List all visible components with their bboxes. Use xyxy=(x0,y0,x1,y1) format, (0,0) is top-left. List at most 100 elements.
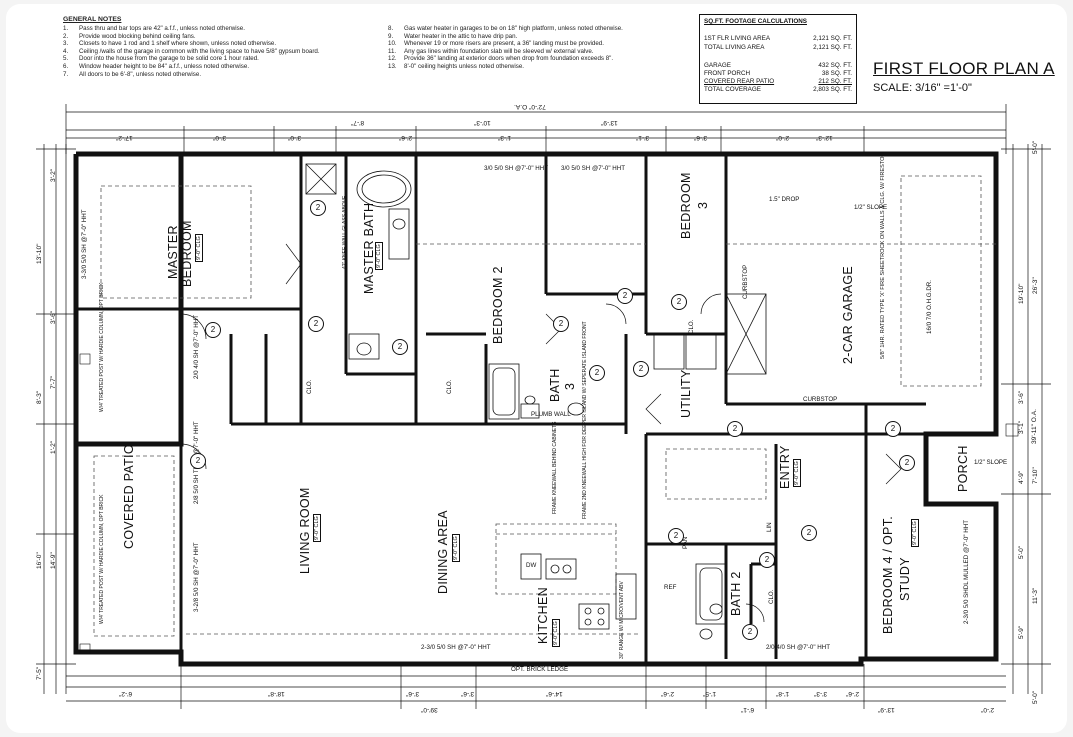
dim-top: 3'-0" xyxy=(213,134,227,141)
closet-label-3: CLO. xyxy=(688,319,695,334)
window-master: 3-3/0 5/0 SH @7'-0" HHT xyxy=(81,209,88,280)
general-notes-heading: GENERAL NOTES xyxy=(63,16,122,23)
door-tag: 2 xyxy=(727,421,743,437)
garage-door-note: 16/0 7/0 O.H.G.DR. xyxy=(926,280,933,334)
dim-left: 3'-6" xyxy=(50,310,57,324)
window-bedroom-3: 3/0 5/0 SH @7'-0" HHT xyxy=(561,165,625,172)
dim-right: 3'-1" xyxy=(1018,420,1025,434)
note-row: 4.Ceiling /walls of the garage in common… xyxy=(63,47,320,55)
notes-left-column: 1.Pass thru and bar tops are 42" a.f.f.,… xyxy=(63,25,393,78)
dim-right: 5'-0" xyxy=(1032,140,1039,154)
note-row: 6.Window header height to be 84" a.f.f.,… xyxy=(63,62,250,70)
dim-top: 2'-6" xyxy=(399,134,413,141)
curbstop-note: CURBSTOP xyxy=(803,396,838,403)
dimension-lines xyxy=(36,104,1051,709)
master-bath-ceiling: 9'-0" CLG xyxy=(375,242,383,270)
dim-right: 3'-6" xyxy=(1018,390,1025,404)
bedroom-4-window: 2-3/0 5/0 SHDL MULLED @7'-0" HHT xyxy=(963,520,970,624)
range-note: 30" RANGE W/ MICRO/VENT ABV xyxy=(619,581,625,659)
room-kitchen: KITCHEN xyxy=(536,587,550,644)
dim-left: 8'-3" xyxy=(36,390,43,404)
dim-bottom: 13'-9" xyxy=(878,706,895,713)
linen-label: LIN xyxy=(766,522,773,532)
room-living: LIVING ROOM xyxy=(298,487,312,574)
dim-right: 26'-3" xyxy=(1032,277,1039,294)
porch-slope: 1/2" SLOPE xyxy=(974,459,1008,466)
dim-bottom: 2'-6" xyxy=(846,690,860,697)
dim-bottom: 18'-8" xyxy=(268,690,285,697)
room-dining: DINING AREA xyxy=(436,510,450,594)
floor-plan-drawing xyxy=(36,104,1051,709)
window-patio-1: 2/0 4/0 SH @7'-0" HHT xyxy=(193,315,200,379)
room-bedroom-3: BEDROOM xyxy=(679,172,693,239)
dim-top: 13'-9" xyxy=(601,119,618,126)
dining-ceiling: 9'-0" CLG xyxy=(452,534,460,562)
dim-top: 12'-3" xyxy=(816,134,833,141)
door-tag: 2 xyxy=(308,316,324,332)
general-notes: GENERAL NOTES 1.Pass thru and bar tops a… xyxy=(63,16,703,78)
dim-bottom: 1'-8" xyxy=(776,690,790,697)
patio-post-note-2: W/4' TREATED POST W/ HARDIE COLUMN, OPT … xyxy=(99,494,105,625)
dim-bottom: 2'-6" xyxy=(661,690,675,697)
room-master-bath: MASTER BATH xyxy=(362,202,376,294)
room-master-bedroom: MASTER xyxy=(166,225,180,279)
door-tag: 2 xyxy=(885,421,901,437)
dim-bottom: 3'-3" xyxy=(814,690,828,697)
dim-top: 8'-7" xyxy=(351,119,365,126)
refrigerator-label: REF xyxy=(664,584,677,591)
dim-top: 2'-0" xyxy=(776,134,790,141)
exterior-walls xyxy=(73,151,999,667)
door-tag: 2 xyxy=(392,339,408,355)
entry-ceiling: 9'-0" CLG xyxy=(793,459,801,487)
dim-bottom: 6'-2" xyxy=(119,690,133,697)
dim-top: 10'-3" xyxy=(474,119,491,126)
dim-bottom: 2'-0" xyxy=(981,706,995,713)
dim-right: 5'-9" xyxy=(1018,625,1025,639)
dim-bottom: 6'-1" xyxy=(741,706,755,713)
overall-width-top: 72'-0" O.A. xyxy=(514,103,546,110)
dim-top: 1'-3" xyxy=(498,134,512,141)
dim-left: 7'-7" xyxy=(50,375,57,389)
window-bath-2: 2/0 4/0 SH @7'-0" HHT xyxy=(766,644,830,651)
note-row: 13.8'-0" ceiling heights unless noted ot… xyxy=(388,62,524,70)
room-covered-patio: COVERED PATIO xyxy=(122,444,136,549)
door-tag: 2 xyxy=(899,455,915,471)
patio-post-note-1: W/4' TREATED POST W/ HARDIE COLUMN, OPT … xyxy=(99,282,105,413)
plan-title: FIRST FLOOR PLAN A xyxy=(873,59,1055,78)
dim-bottom: 1'-5" xyxy=(703,690,717,697)
room-porch: PORCH xyxy=(956,445,970,492)
garage-slope: 1/2" SLOPE xyxy=(854,204,888,211)
window-living: 2-3/0 5/0 SH @7'-0" HHT xyxy=(421,644,491,651)
hidden-lines xyxy=(93,175,996,637)
note-row: 7.All doors to be 6'-8", unless noted ot… xyxy=(63,70,202,78)
room-bedroom-2: BEDROOM 2 xyxy=(491,266,505,344)
door-tag: 2 xyxy=(801,525,817,541)
door-swings xyxy=(180,243,902,623)
door-tag: 2 xyxy=(190,453,206,469)
note-row: 10.Whenever 19 or more risers are presen… xyxy=(388,40,604,48)
master-bedroom-ceiling: 9'-0" CLG xyxy=(195,234,203,262)
closet-label-4: CLO. xyxy=(768,589,775,604)
room-bedroom-3-number: 3 xyxy=(696,201,710,209)
dim-left: 13'-10" xyxy=(36,243,43,264)
room-bedroom-4-line2: STUDY xyxy=(898,557,912,601)
hatched-columns xyxy=(79,353,1019,655)
brick-ledge-note: OPT. BRICK LEDGE xyxy=(511,666,569,673)
note-row: 8.Gas water heater in garages to be on 1… xyxy=(388,25,623,32)
dim-right: 4'-9" xyxy=(1018,470,1025,484)
kneewall-note: FRAME KNEEWALL BEHIND CABINETS xyxy=(552,421,558,514)
plan-scale: SCALE: 3/16" =1'-0" xyxy=(873,82,972,94)
dim-top: 3'-1" xyxy=(636,134,650,141)
door-tag: 2 xyxy=(205,322,221,338)
note-row: 9.Water heater in the attic to have drip… xyxy=(388,32,518,40)
door-tag: 2 xyxy=(617,288,633,304)
room-entry: ENTRY xyxy=(778,445,792,489)
room-bath-3-number: 3 xyxy=(563,382,577,390)
door-tag: 2 xyxy=(671,294,687,310)
kitchen-ceiling: 9'-0" CLG xyxy=(552,619,560,647)
dishwasher-label: DW xyxy=(526,562,537,569)
